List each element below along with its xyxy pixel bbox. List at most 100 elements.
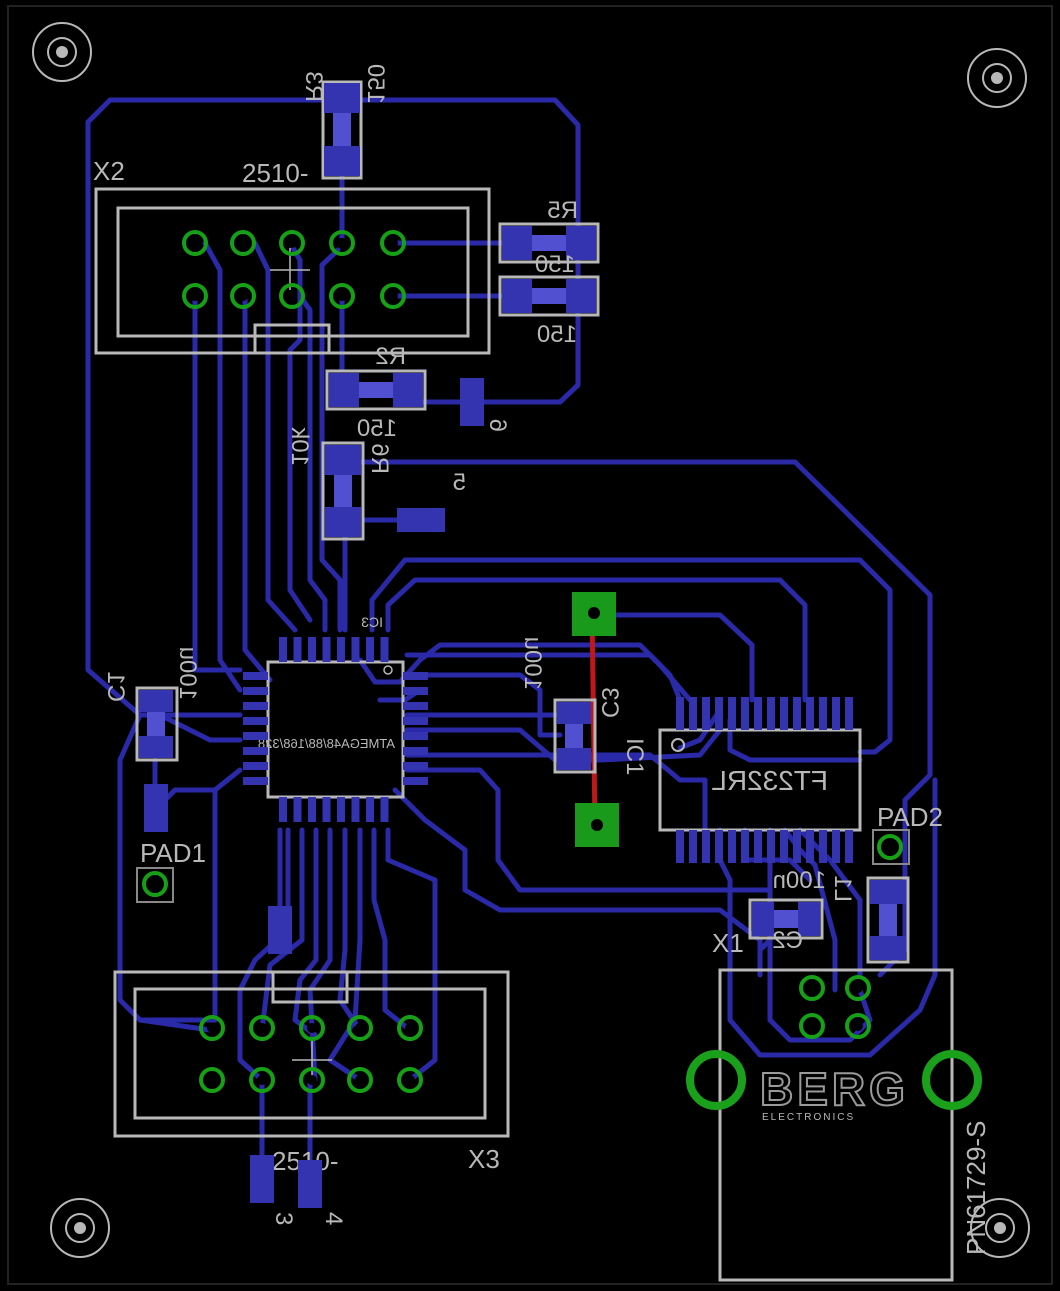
ic3-pin (243, 702, 268, 710)
ic3-pin (403, 777, 428, 785)
connector-x2: X2 2510- (93, 156, 491, 355)
ic1-pin (793, 830, 801, 863)
ic1-pin (715, 697, 723, 730)
x3-pin (347, 1067, 373, 1093)
test-pad-c1 (144, 784, 168, 832)
resistor-r6: R6 10k (286, 426, 393, 541)
ic3-pin (403, 672, 428, 680)
x1-pin (799, 975, 825, 1001)
r6-name-label: R6 (366, 443, 393, 474)
ic3-name-label: IC3 (361, 614, 383, 630)
x2-pin (279, 230, 305, 256)
ic1-pin (819, 697, 827, 730)
ic3-pin (351, 797, 360, 822)
mounting-hole-top-right (967, 48, 1027, 108)
r3-name-label: R3 (300, 71, 327, 102)
x1-part-label: PN61729-S (961, 1121, 991, 1255)
c3-value-label: 100u (519, 637, 546, 690)
ic1-pin (845, 697, 853, 730)
c1-value-label: 100u (174, 647, 201, 700)
capacitor-c1: C1 100u (102, 647, 201, 762)
r2-value-label: 150 (357, 415, 397, 442)
ic1-pin (715, 830, 723, 863)
ic3-pin (243, 747, 268, 755)
connector-x1-usb: X1 PN61729-S BERG ELECTRONICS (712, 928, 991, 1282)
ic3-part-label: ATMEGA48/88/168/328 (258, 736, 395, 751)
net-3-label: 3 (270, 1212, 297, 1225)
ic3-pin (351, 637, 360, 662)
ic1-pin (832, 697, 840, 730)
test-pad-6: 6 (460, 378, 511, 432)
ic1-pin (767, 830, 775, 863)
ic3-pin (403, 747, 428, 755)
mounting-hole-top-left (32, 22, 92, 82)
net-5-label: 5 (453, 469, 466, 496)
x1-pin (845, 975, 871, 1001)
ic3-pin (243, 672, 268, 680)
ic3-pin (308, 797, 316, 822)
ic1-pin (702, 697, 710, 730)
pad1-label: PAD1 (140, 838, 206, 868)
usb-mount-hole-right (922, 1050, 982, 1110)
ic3-pin (366, 797, 374, 822)
ic3-atmega: IC3 ATMEGA48/88/168/328 (258, 614, 405, 799)
ic3-pin (337, 637, 345, 662)
ic3-pin (403, 702, 428, 710)
ic3-pin (337, 797, 345, 822)
board-outline (7, 5, 1053, 1285)
x3-pin (397, 1067, 423, 1093)
ic1-pin (728, 697, 736, 730)
capacitor-c2: C2 100n (748, 867, 826, 954)
x2-pin (279, 283, 305, 309)
r2-name-label: R2 (375, 343, 406, 370)
ic1-pin (689, 830, 697, 863)
ic1-pin (845, 830, 853, 863)
pad2: PAD2 (872, 802, 943, 865)
ic1-pin (728, 830, 736, 863)
ic1-pin (741, 697, 749, 730)
x3-pin (397, 1015, 423, 1041)
ic3-pin (243, 732, 268, 740)
x2-name-label: X2 (93, 156, 125, 186)
x3-pin (249, 1067, 275, 1093)
net-4-label: 4 (320, 1212, 347, 1225)
ic1-part-label: FT232RL (711, 765, 828, 796)
x2-value-label: 2510- (242, 158, 309, 188)
pad2-label: PAD2 (877, 802, 943, 832)
pad1: PAD1 (136, 838, 206, 903)
ic3-pin (322, 797, 331, 822)
ic3-pin (293, 637, 302, 662)
ic3-pin (403, 732, 428, 740)
resistor-r4: 150 150 (498, 251, 600, 348)
x3-pin (347, 1015, 373, 1041)
ic3-pin (322, 637, 331, 662)
resistor-r5: R5 (498, 197, 600, 264)
x3-pin (199, 1067, 225, 1093)
ic1-name-label: IC1 (621, 738, 648, 775)
r4-value-label: 150 (537, 321, 577, 348)
ic3-pin (403, 762, 428, 770)
x2-pin (182, 283, 208, 309)
ic3-pin (243, 717, 268, 725)
c3-name-label: C3 (596, 687, 623, 718)
x1-pin (799, 1013, 825, 1039)
x3-pin (249, 1015, 275, 1041)
ic3-pin (308, 637, 316, 662)
test-pad-ic3 (268, 906, 292, 954)
berg-sub-label: ELECTRONICS (762, 1112, 855, 1123)
smd-pads (243, 637, 853, 863)
ic1-pin (689, 697, 697, 730)
ic1-pin (741, 830, 749, 863)
ic1-pin (793, 697, 801, 730)
ic3-pin (380, 637, 389, 662)
usb-mount-hole-left (686, 1050, 746, 1110)
x2-pin (230, 283, 256, 309)
berg-logo: BERG (760, 1063, 909, 1115)
l1-name-label: L1 (829, 875, 856, 902)
ic1-pin (767, 697, 775, 730)
ic3-pin (279, 637, 287, 662)
through-hole-pads (182, 230, 871, 1093)
test-pad-3: 3 (250, 1155, 297, 1225)
ic3-pin (403, 717, 428, 725)
